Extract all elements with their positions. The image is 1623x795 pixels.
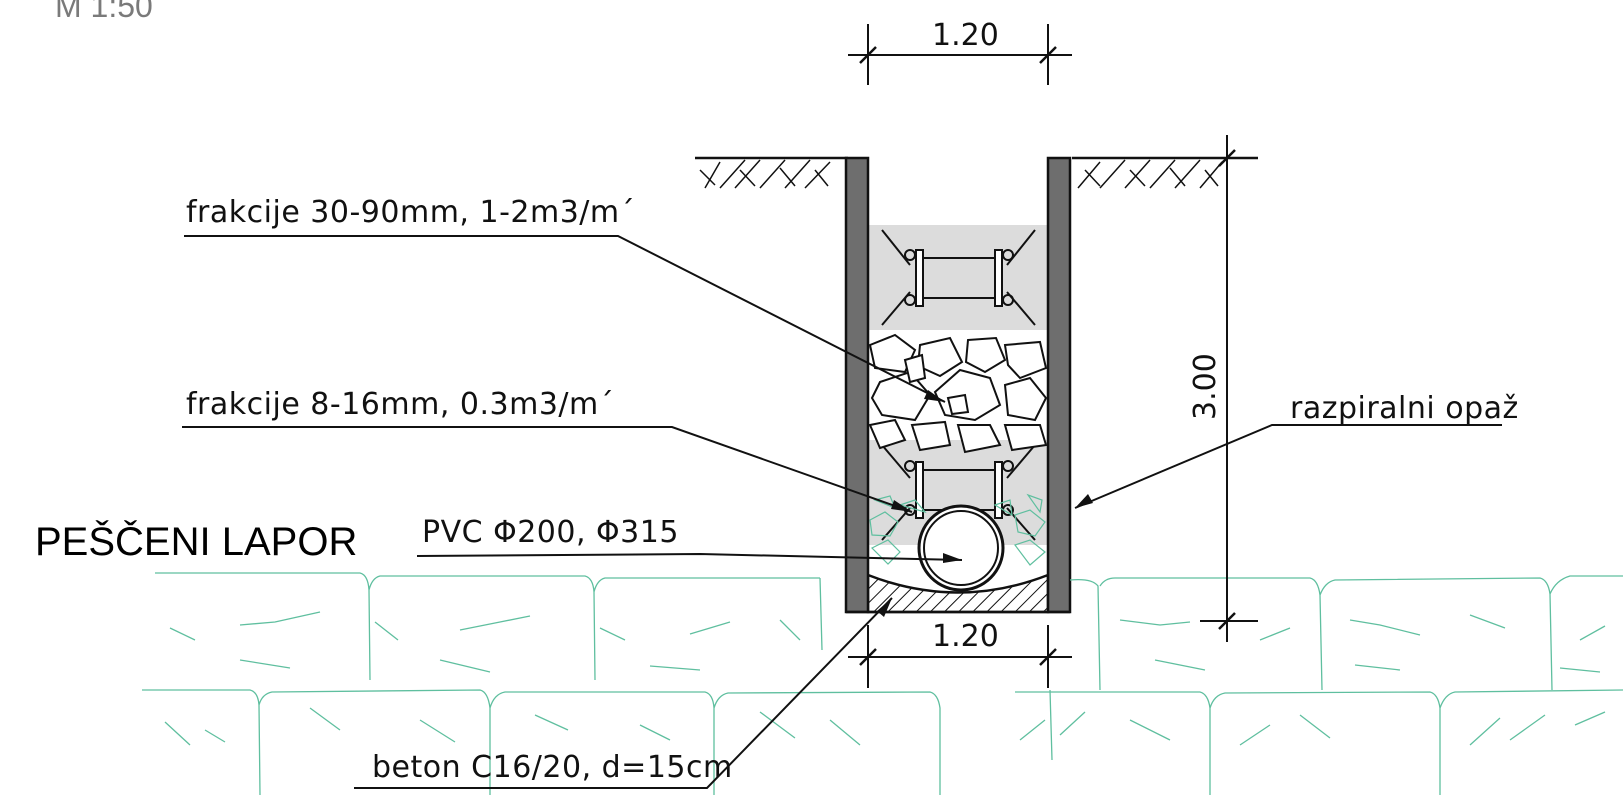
dimension-bottom-label: 1.20 <box>932 619 999 654</box>
label-pipe: PVC Φ200, Φ315 <box>422 515 679 550</box>
dimension-depth-label: 3.00 <box>1188 353 1223 420</box>
scale-label: M 1:50 <box>55 0 153 24</box>
shoring-wall-left <box>844 156 870 614</box>
dimension-bottom <box>848 625 1072 688</box>
fine-gravel-fill <box>869 493 1046 566</box>
pvc-pipe <box>917 504 1005 592</box>
strut-zone-upper <box>868 225 1048 330</box>
dimension-top-label: 1.20 <box>932 18 999 53</box>
dimension-top <box>848 24 1072 85</box>
label-fine-gravel: frakcije 8-16mm, 0.3m3/m´ <box>186 387 614 422</box>
shoring-wall-right <box>1046 156 1072 614</box>
label-shoring: razpiralni opaž <box>1290 391 1519 426</box>
label-concrete: beton C16/20, d=15cm <box>372 750 733 785</box>
soil-hatch <box>142 572 1623 795</box>
label-soil: PEŠČENI LAPOR <box>35 519 357 564</box>
ground-surface-left <box>695 156 848 189</box>
coarse-gravel-fill <box>868 333 1048 454</box>
strut-zone-lower <box>868 440 1048 545</box>
leader-lines <box>182 235 1502 789</box>
ground-surface-right <box>1072 156 1258 189</box>
label-coarse-gravel: frakcije 30-90mm, 1-2m3/m´ <box>186 195 635 230</box>
leader-arrowheads <box>877 390 1093 617</box>
dimension-depth <box>1200 135 1258 642</box>
